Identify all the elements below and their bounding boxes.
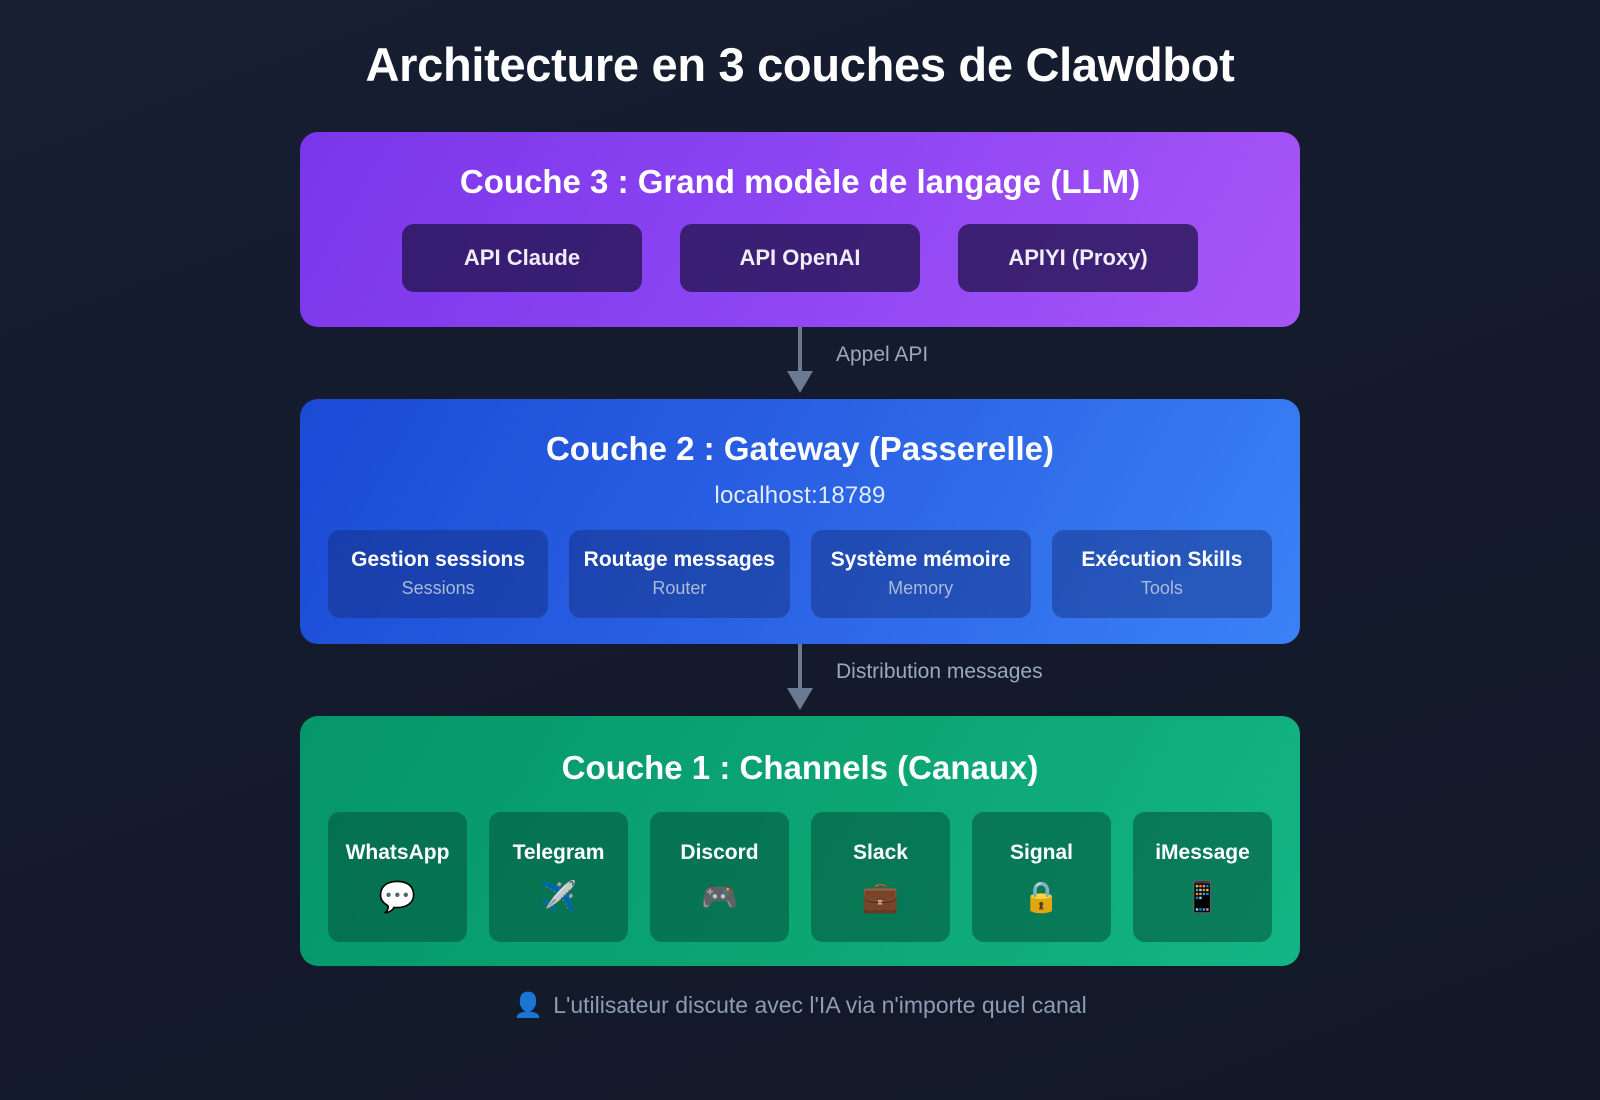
gateway-feature-memory[interactable]: Système mémoire Memory <box>810 529 1031 618</box>
connector-gateway-to-channels: Distribution messages <box>300 644 1300 716</box>
connector-llm-to-gateway: Appel API <box>300 327 1300 399</box>
user-icon: 👤 <box>513 991 544 1019</box>
gateway-feature-sessions[interactable]: Gestion sessions Sessions <box>328 529 549 618</box>
gateway-feature-tools[interactable]: Exécution Skills Tools <box>1051 529 1272 618</box>
llm-provider-row: API Claude API OpenAI APIYI (Proxy) <box>328 223 1272 292</box>
feature-subtitle: Router <box>652 578 707 599</box>
layer-llm-title: Couche 3 : Grand modèle de langage (LLM) <box>459 163 1141 201</box>
feature-title: Système mémoire <box>830 548 1011 572</box>
connector-label-appel-api: Appel API <box>836 343 929 367</box>
gateway-feature-row: Gestion sessions Sessions Routage messag… <box>328 529 1272 618</box>
arrow-down-icon <box>787 688 813 711</box>
channel-card-imessage[interactable]: iMessage 📱 <box>1133 811 1272 942</box>
airplane-icon: ✈️ <box>539 880 578 914</box>
channel-name: Discord <box>680 840 759 864</box>
feature-subtitle: Sessions <box>401 578 475 599</box>
gateway-feature-router[interactable]: Routage messages Router <box>569 529 790 618</box>
arrow-shaft <box>798 644 802 693</box>
channel-name: Signal <box>1009 840 1073 864</box>
llm-provider-label: API OpenAI <box>739 244 861 270</box>
connector-label-distribution-messages: Distribution messages <box>836 660 1043 684</box>
llm-provider-label: API Claude <box>463 244 581 270</box>
channel-card-discord[interactable]: Discord 🎮 <box>650 811 789 942</box>
video-game-controller-icon: 🎮 <box>700 880 739 914</box>
channel-name: WhatsApp <box>345 840 450 864</box>
layer-channels-title: Couche 1 : Channels (Canaux) <box>561 749 1039 787</box>
mobile-phone-icon: 📱 <box>1183 880 1222 914</box>
footer-text: L'utilisateur discute avec l'IA via n'im… <box>553 992 1087 1019</box>
page-title: Architecture en 3 couches de Clawdbot <box>365 38 1235 91</box>
channel-card-signal[interactable]: Signal 🔒 <box>972 811 1111 942</box>
feature-subtitle: Tools <box>1140 578 1183 599</box>
feature-title: Routage messages <box>583 548 776 572</box>
channel-name: Slack <box>853 840 908 864</box>
channel-card-whatsapp[interactable]: WhatsApp 💬 <box>328 811 467 942</box>
layer-llm: Couche 3 : Grand modèle de langage (LLM)… <box>300 132 1300 328</box>
channel-card-telegram[interactable]: Telegram ✈️ <box>489 811 628 942</box>
feature-title: Gestion sessions <box>351 548 526 572</box>
feature-subtitle: Memory <box>888 578 954 599</box>
gateway-address: localhost:18789 <box>714 481 886 509</box>
channel-name: iMessage <box>1155 840 1250 864</box>
llm-provider-api-claude[interactable]: API Claude <box>402 223 642 292</box>
arrow-shaft <box>798 327 802 376</box>
briefcase-icon: 💼 <box>861 880 900 914</box>
feature-title: Exécution Skills <box>1081 548 1243 572</box>
llm-provider-apiyi-proxy[interactable]: APIYI (Proxy) <box>958 223 1198 292</box>
channel-name: Telegram <box>512 840 605 864</box>
layer-gateway: Couche 2 : Gateway (Passerelle) localhos… <box>300 399 1300 645</box>
channel-row: WhatsApp 💬 Telegram ✈️ Discord 🎮 Slack 💼… <box>328 811 1272 942</box>
lock-icon: 🔒 <box>1022 880 1061 914</box>
arrow-down-icon <box>787 371 813 394</box>
footer-note: 👤 L'utilisateur discute avec l'IA via n'… <box>513 992 1086 1019</box>
layer-gateway-title: Couche 2 : Gateway (Passerelle) <box>545 430 1055 468</box>
speech-balloon-icon: 💬 <box>378 880 417 914</box>
llm-provider-api-openai[interactable]: API OpenAI <box>680 223 920 292</box>
channel-card-slack[interactable]: Slack 💼 <box>811 811 950 942</box>
llm-provider-label: APIYI (Proxy) <box>1008 244 1148 270</box>
layer-channels: Couche 1 : Channels (Canaux) WhatsApp 💬 … <box>300 716 1300 967</box>
